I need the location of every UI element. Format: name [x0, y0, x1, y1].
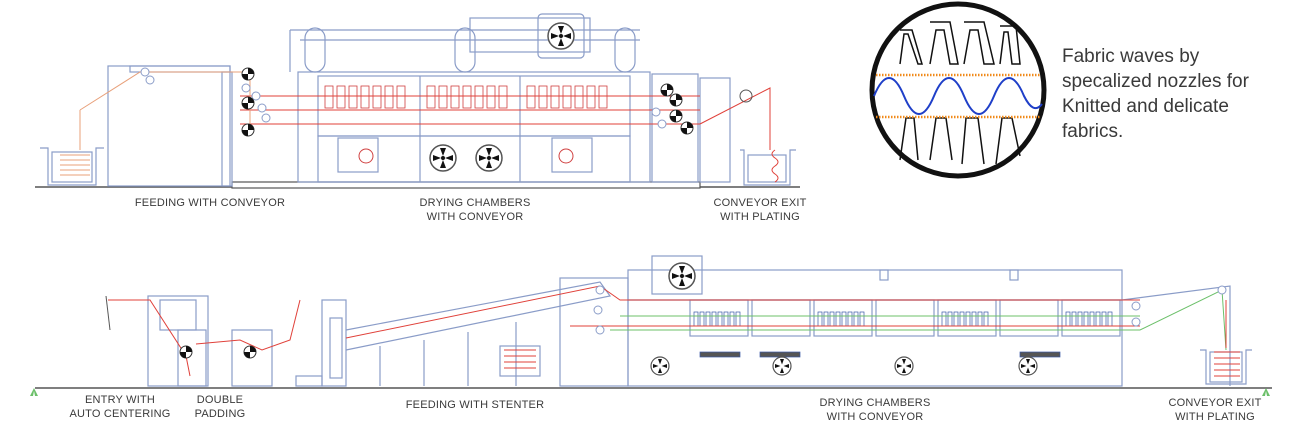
label-entry-auto-centering: ENTRY WITH AUTO CENTERING	[69, 394, 171, 420]
bottom-nozzle-grid	[693, 311, 1113, 358]
label-feeding-with-stenter: FEEDING WITH STENTER	[405, 399, 545, 411]
label-bottom-conveyor-exit: CONVEYOR EXIT WITH PLATING	[1168, 397, 1262, 423]
ground-markers	[30, 388, 1270, 396]
top-machine	[35, 13, 800, 189]
label-feeding-with-conveyor: FEEDING WITH CONVEYOR	[134, 197, 286, 209]
ground-marker-icon	[30, 388, 1270, 396]
label-top-conveyor-exit: CONVEYOR EXIT WITH PLATING	[713, 197, 807, 223]
top-chamber-grid	[60, 22, 779, 183]
inset-caption: Fabric waves by specalized nozzles for K…	[1062, 46, 1249, 142]
label-top-drying-chambers: DRYING CHAMBERS WITH CONVEYOR	[419, 197, 531, 223]
label-double-padding: DOUBLE PADDING	[194, 394, 246, 420]
nozzle-inset	[869, 1, 1047, 179]
label-bottom-drying-chambers: DRYING CHAMBERS WITH CONVEYOR	[819, 397, 931, 423]
bottom-fabric-paths	[105, 285, 1240, 377]
